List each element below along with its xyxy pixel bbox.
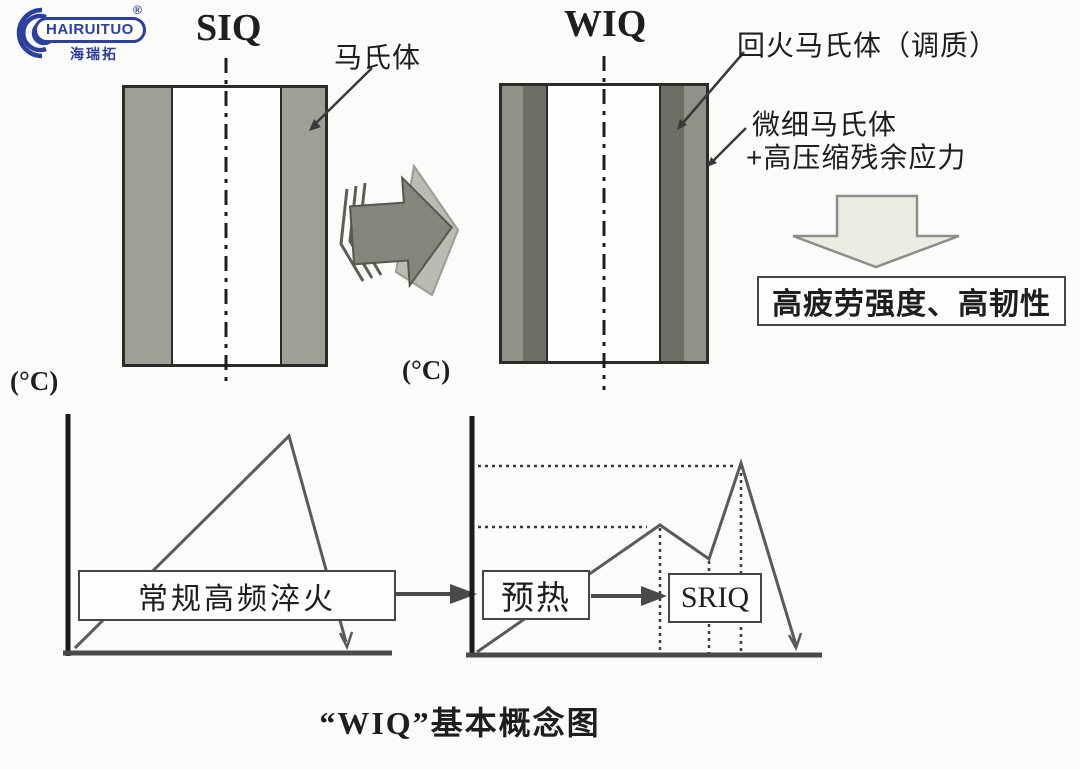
- wiq-right-wall: [659, 86, 706, 361]
- registered-mark: ®: [133, 3, 142, 17]
- martensite-note: 马氏体: [334, 42, 422, 73]
- right-temperature-curve: [476, 458, 798, 654]
- tempered-martensite-note: 回火马氏体（调质）: [737, 30, 999, 61]
- wiq-left-outer-layer: [502, 86, 523, 361]
- conventional-induction-label: 常规高频淬火: [138, 582, 336, 616]
- speed-line-3: [357, 182, 383, 276]
- wiq-right-inner-layer: [661, 86, 684, 361]
- sriq-label: SRIQ: [680, 581, 750, 614]
- left-plot-y-unit: (°C): [10, 366, 59, 396]
- connector-arrowhead-1: [450, 584, 477, 604]
- siq-left-wall: [125, 88, 173, 364]
- fine-martensite-note-line2: +高压缩残余应力: [746, 142, 967, 173]
- logo-chinese-text: 海瑞拓: [70, 46, 118, 62]
- siq-cylinder-section: [122, 85, 328, 367]
- right-plot: [466, 416, 822, 658]
- siq-title: SIQ: [196, 7, 262, 49]
- hairuituo-logo: HAIRUITUO ® 海瑞拓: [8, 3, 158, 66]
- preheat-label: 预热: [501, 579, 571, 616]
- speed-line-2: [348, 185, 374, 279]
- left-curve-arrowhead: [338, 631, 354, 651]
- wiq-left-inner-layer: [523, 86, 546, 361]
- conventional-induction-box: 常规高频淬火: [78, 570, 396, 621]
- sriq-box: SRIQ: [668, 573, 762, 623]
- arrow-shadow-plate: [394, 163, 460, 297]
- right-block-arrow-icon: [348, 175, 454, 289]
- siq-right-wall: [280, 88, 325, 364]
- wiq-right-outer-layer: [684, 86, 706, 361]
- logo-brand-text: HAIRUITUO: [34, 17, 146, 43]
- wiq-left-wall: [502, 86, 548, 361]
- fine-martensite-leader-line: [711, 127, 747, 163]
- connector-arrowhead-2: [641, 586, 667, 606]
- transform-arrow-3d: [339, 163, 460, 297]
- preheat-box: 预热: [482, 570, 590, 620]
- figure-caption: “WIQ”基本概念图: [319, 705, 601, 741]
- result-box: 高疲劳强度、高韧性: [757, 276, 1066, 326]
- down-block-arrow-icon: [792, 194, 960, 269]
- right-curve-arrowhead: [787, 632, 803, 652]
- wiq-cylinder-section: [499, 83, 709, 364]
- result-text: 高疲劳强度、高韧性: [772, 288, 1051, 321]
- speed-line-1: [339, 188, 365, 282]
- right-plot-y-unit: (°C): [402, 355, 451, 385]
- fine-martensite-note-line1: 微细马氏体: [752, 109, 898, 140]
- wiq-title: WIQ: [564, 3, 647, 45]
